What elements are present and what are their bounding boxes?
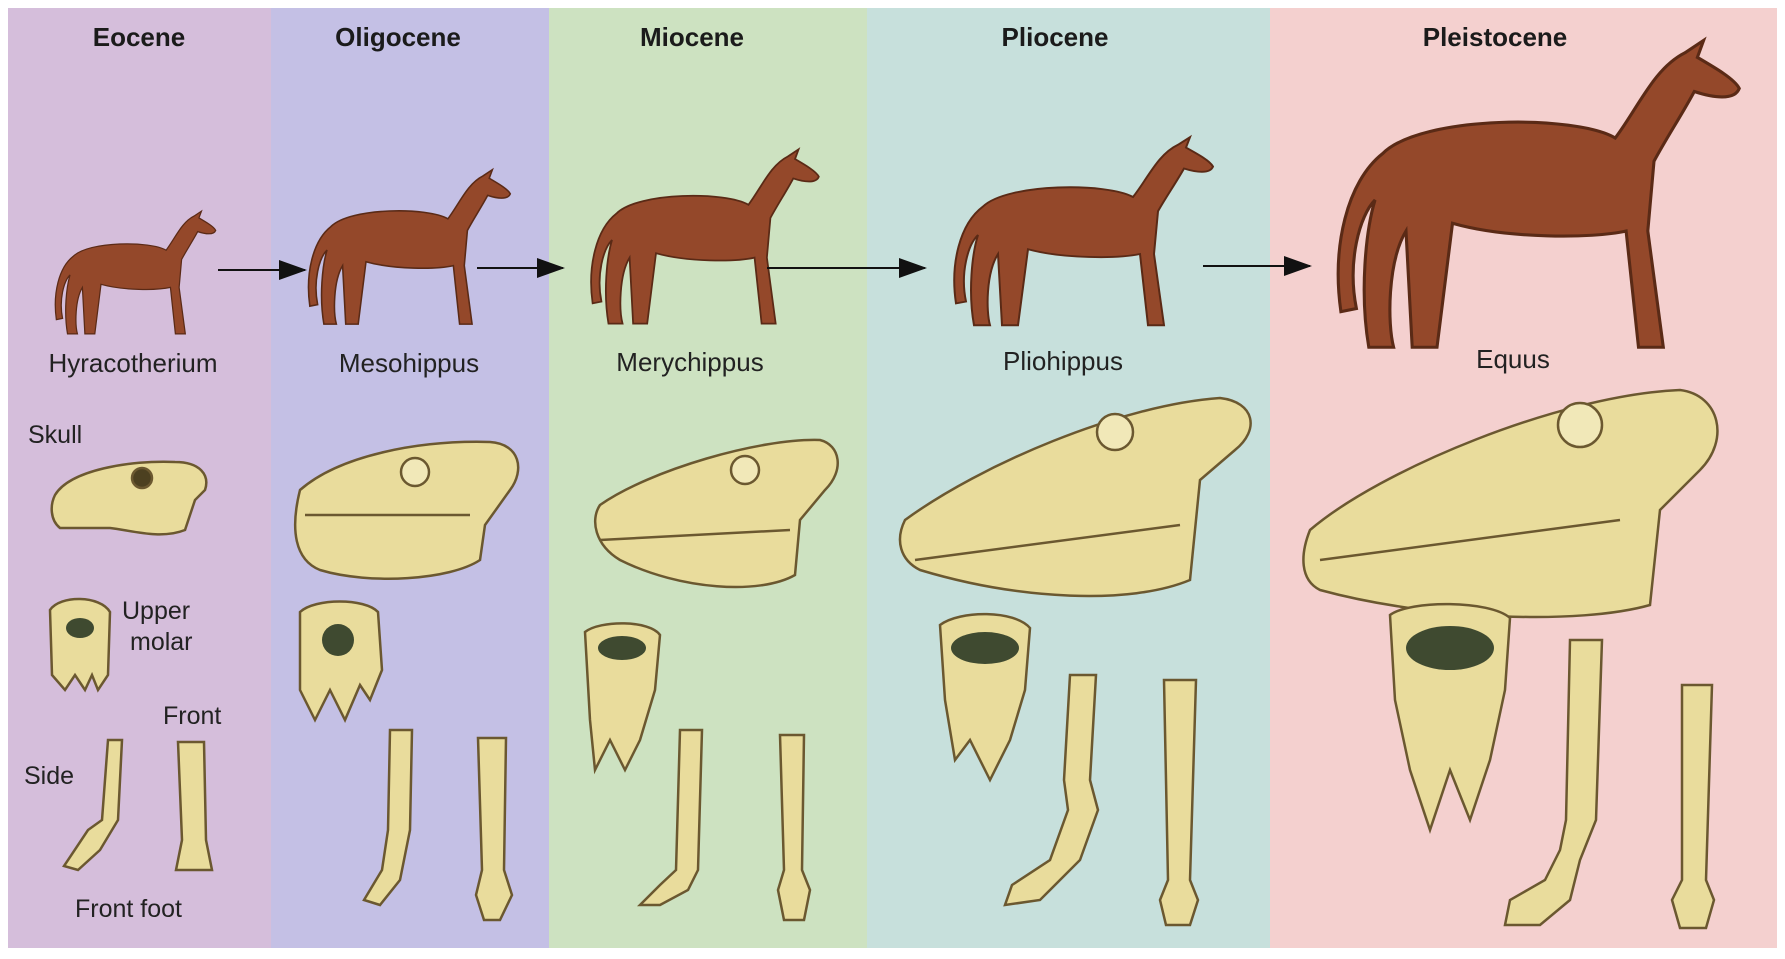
genus-label: Mesohippus	[339, 348, 479, 379]
foot-bone-icon	[476, 738, 512, 920]
molar-icon	[300, 602, 382, 721]
upper-molar-label-line2: molar	[130, 628, 193, 657]
foot-bone-icon	[1672, 685, 1714, 928]
horse-icon	[309, 170, 511, 324]
foot-bone-icon	[64, 740, 122, 870]
foot-bone-icon	[778, 735, 810, 920]
upper-molar-label-line1: Upper	[122, 597, 190, 626]
front-foot-label: Front foot	[75, 895, 182, 924]
horse-icon	[55, 211, 215, 334]
skull-icon	[1303, 390, 1717, 617]
foot-bone-icon	[1505, 640, 1602, 925]
skull-icon	[52, 462, 207, 535]
era-title: Eocene	[93, 22, 186, 53]
genus-label: Pliohippus	[1003, 346, 1123, 377]
era-title: Pliocene	[1002, 22, 1109, 53]
foot-bone-icon	[176, 742, 212, 870]
skull-icon	[595, 440, 838, 587]
skull-icon	[295, 442, 518, 579]
skull-label: Skull	[28, 421, 82, 450]
side-label: Side	[24, 762, 74, 791]
foot-bone-icon	[1160, 680, 1198, 925]
genus-label: Merychippus	[616, 347, 763, 378]
foot-bone-icon	[364, 730, 412, 905]
horse-icon	[591, 149, 819, 323]
genus-label: Hyracotherium	[48, 348, 217, 379]
era-title: Pleistocene	[1423, 22, 1568, 53]
front-label: Front	[163, 702, 221, 731]
molar-icon	[50, 599, 110, 690]
era-title: Oligocene	[335, 22, 461, 53]
foot-bone-icon	[640, 730, 702, 905]
skull-icon	[900, 398, 1251, 596]
era-title: Miocene	[640, 22, 744, 53]
horse-icon	[1338, 40, 1739, 347]
genus-label: Equus	[1476, 344, 1550, 375]
horse-icon	[954, 137, 1213, 325]
